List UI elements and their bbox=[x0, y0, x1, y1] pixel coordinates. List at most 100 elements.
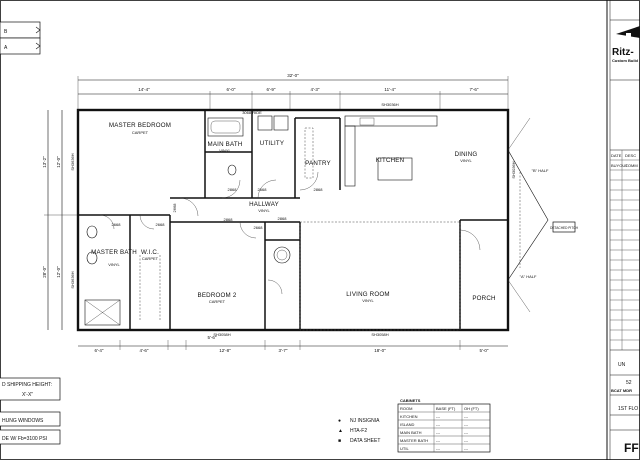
windows-note: HUNG WINDOWS bbox=[2, 418, 44, 424]
left-dim-2: 12'-0" bbox=[56, 156, 61, 168]
top-dim-4: 4'-3" bbox=[311, 87, 320, 92]
title-flag: BCAT MDR bbox=[611, 388, 632, 393]
master-shower bbox=[84, 299, 121, 326]
room-main-bath: MAIN BATH bbox=[207, 141, 242, 148]
bottom-dim-1: 6'-4" bbox=[95, 348, 104, 353]
door-label: 2868 bbox=[224, 217, 234, 222]
left-dimensions: 13'-2" 12'-0" 28'-0" 12'-0" bbox=[42, 110, 78, 330]
cabinets-header-room: ROOM bbox=[400, 406, 412, 411]
top-dim-5: 11'-4" bbox=[384, 87, 396, 92]
window-label: SH3636H bbox=[70, 271, 75, 288]
room-master-bath-floor: VINYL bbox=[108, 262, 120, 267]
overall-dimension: 32'-0" bbox=[77, 73, 509, 110]
door-label: 2668 bbox=[112, 222, 122, 227]
master-sink bbox=[86, 251, 98, 265]
top-dim-2: 6'-0" bbox=[227, 87, 236, 92]
title-name: UN bbox=[618, 362, 626, 368]
sink bbox=[359, 117, 375, 126]
door-label: 2668 bbox=[254, 225, 264, 230]
brand-roof-icon bbox=[616, 26, 640, 38]
cabinets-row-room: KITCHEN bbox=[400, 414, 418, 419]
shipping-height-label: D SHIPPING HEIGHT: bbox=[2, 382, 52, 388]
top-dim-3: 6'-9" bbox=[267, 87, 276, 92]
washer bbox=[257, 115, 273, 131]
sheet-code: FF bbox=[624, 441, 639, 455]
dryer bbox=[273, 115, 289, 131]
window-label: SH3636H bbox=[70, 153, 75, 170]
symbol-legend: ● NJ INSIGNIA ▲ HTA-F2 ■ DATA SHEET bbox=[338, 418, 380, 444]
cabinets-row-base: --- bbox=[436, 438, 441, 443]
left-dim-3: 28'-0" bbox=[42, 266, 47, 278]
door-label: 3068 RIDE bbox=[242, 110, 262, 115]
door-size-labels: 2868 2868 2868 2668 2668 2868 2668 2668 … bbox=[112, 110, 324, 230]
legend-hta-f2: HTA-F2 bbox=[350, 428, 367, 434]
interior-walls bbox=[78, 110, 508, 330]
fixtures bbox=[84, 115, 461, 331]
shipping-height-value: X'-X" bbox=[22, 392, 33, 398]
legend-symbol-triangle: ▲ bbox=[338, 428, 343, 434]
bottom-dim-2: 4'-6" bbox=[140, 348, 149, 353]
chevron-right-icon bbox=[35, 42, 41, 50]
cabinets-row-oh: --- bbox=[464, 414, 469, 419]
kitchen-island bbox=[377, 157, 413, 181]
left-dim-4: 12'-0" bbox=[56, 266, 61, 278]
room-kitchen: KITCHEN bbox=[376, 157, 405, 164]
window-label: SH3036H bbox=[511, 161, 516, 178]
legend-symbol-circle: ● bbox=[338, 418, 341, 424]
cabinets-row-base: --- bbox=[436, 414, 441, 419]
window-label: SH3058H bbox=[213, 332, 230, 337]
cabinets-row-oh: --- bbox=[464, 438, 469, 443]
cabinets-row-oh: --- bbox=[464, 422, 469, 427]
cabinets-row-oh: --- bbox=[464, 430, 469, 435]
room-main-bath-floor: VINYL bbox=[219, 148, 231, 153]
b-half-label: "B" HALF bbox=[532, 168, 549, 173]
room-bedroom-2: BEDROOM 2 bbox=[198, 292, 237, 299]
room-hallway-floor: VINYL bbox=[258, 208, 270, 213]
door-label: 2668 bbox=[156, 222, 166, 227]
bottom-left-notes: D SHIPPING HEIGHT: X'-X" HUNG WINDOWS DE… bbox=[0, 377, 61, 445]
door-label: 2668 bbox=[258, 187, 268, 192]
doors bbox=[99, 171, 481, 295]
room-pantry: PANTRY bbox=[305, 160, 331, 167]
cabinets-header-base: BASE (FT) bbox=[436, 406, 456, 411]
room-porch: PORCH bbox=[472, 295, 495, 302]
bottom-dim-5: 3'-7" bbox=[279, 348, 288, 353]
kitchen-side-counter bbox=[344, 125, 356, 187]
window-labels: SH3636H SH3636H SH3036H SH3036H SH3058H … bbox=[70, 102, 516, 337]
tab-b-label: B bbox=[4, 29, 8, 35]
title-floor: 1ST FLO bbox=[618, 406, 638, 412]
tab-a-label: A bbox=[4, 45, 8, 51]
master-toilet bbox=[86, 225, 98, 239]
water-heater bbox=[273, 246, 291, 264]
toilet bbox=[227, 164, 237, 176]
chevron-right-icon bbox=[35, 26, 41, 34]
room-dining: DINING bbox=[455, 151, 478, 158]
top-dim-1: 14'-4" bbox=[138, 87, 150, 92]
cabinets-row-room: MASTER BATH bbox=[400, 438, 428, 443]
cabinets-header-oh: OH (FT) bbox=[464, 406, 479, 411]
cabinets-row-room: MAIN BATH bbox=[400, 430, 422, 435]
top-dim-6: 7'-6" bbox=[470, 87, 479, 92]
room-living-room-floor: VINYL bbox=[362, 298, 374, 303]
bathtub bbox=[207, 117, 244, 137]
brand-tagline: Custom Build bbox=[612, 58, 639, 63]
left-dim-1: 13'-2" bbox=[42, 156, 47, 168]
door-label: 2868 bbox=[314, 187, 324, 192]
title-number: 52 bbox=[626, 380, 632, 386]
cabinets-title: CABINETS bbox=[400, 398, 421, 403]
legend-nj-insignia: NJ INSIGNIA bbox=[350, 418, 380, 424]
bottom-dimensions: 6'-4" 4'-6" 5'-6" 12'-8" 3'-7" 18'-0" 5'… bbox=[78, 335, 508, 353]
room-wic: W.I.C. bbox=[141, 249, 159, 256]
window-label: SH3036H bbox=[381, 102, 398, 107]
room-bedroom-2-floor: CARPET bbox=[209, 299, 226, 304]
cabinets-row-room: ISLAND bbox=[400, 422, 415, 427]
cabinets-row-base: --- bbox=[436, 446, 441, 451]
room-labels: MASTER BEDROOM CARPET MAIN BATH VINYL UT… bbox=[91, 122, 495, 304]
a-half-label: "A" HALF bbox=[520, 274, 537, 279]
door-label: 2668 bbox=[172, 203, 177, 213]
window-label: SH3058H bbox=[371, 332, 388, 337]
desc-header-desc: DESC bbox=[625, 153, 636, 158]
revision-tabs: B A bbox=[0, 21, 41, 55]
